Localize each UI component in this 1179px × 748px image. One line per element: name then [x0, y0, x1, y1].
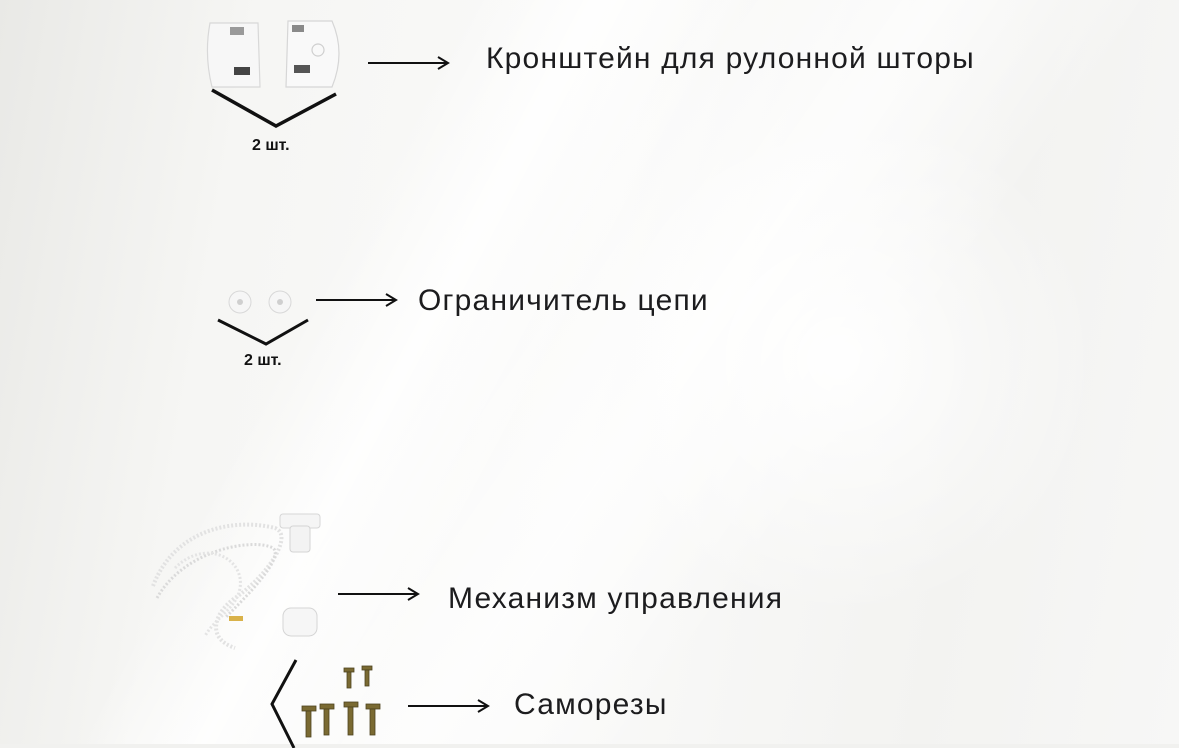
group-brace — [270, 659, 298, 748]
arrow-icon — [316, 293, 398, 307]
quantity-label: 2 шт. — [244, 352, 282, 369]
chain-stopper-icon — [228, 290, 292, 314]
item-label: Кронштейн для рулонной шторы — [486, 42, 975, 75]
item-label: Механизм управления — [448, 582, 784, 615]
light-glow — [560, 80, 1120, 640]
screws-icon — [301, 665, 381, 738]
item-chain-stopper: 2 шт. Ограничитель цепи — [217, 284, 709, 369]
group-brace — [217, 318, 309, 346]
arrow-icon — [368, 56, 450, 70]
item-control-mechanism: Механизм управления — [151, 513, 784, 650]
bracket-icon — [206, 20, 340, 88]
control-mechanism-icon — [151, 513, 321, 650]
item-label: Саморезы — [514, 688, 668, 721]
item-label: Ограничитель цепи — [418, 284, 709, 317]
arrow-icon — [338, 587, 420, 601]
arrow-icon — [408, 699, 490, 713]
group-brace — [211, 88, 337, 128]
item-bracket: 2 шт. Кронштейн для рулонной шторы — [0, 0, 1179, 170]
quantity-label: 2 шт. — [252, 137, 290, 154]
